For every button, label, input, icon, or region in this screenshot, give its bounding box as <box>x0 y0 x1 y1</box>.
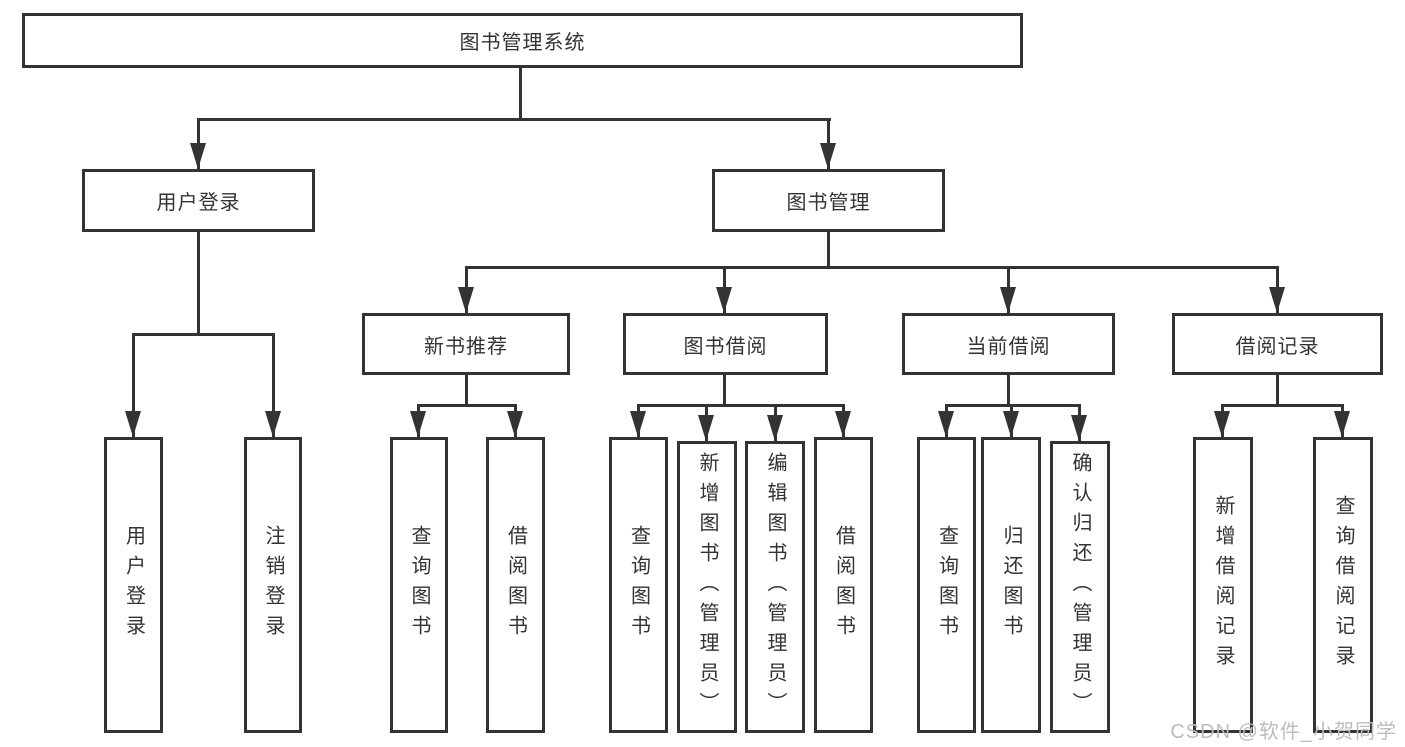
connector-header-stub <box>465 375 468 407</box>
arrow-down-icon <box>1214 411 1230 437</box>
node-user-login: 用户登录 <box>82 169 315 232</box>
node-label: 图书管理 <box>786 192 871 214</box>
leaf-query-book: 查询图书 <box>917 437 976 733</box>
node-book-borrow: 图书借阅 <box>623 313 828 375</box>
connector-drop-leaf <box>132 333 135 437</box>
connector-level1-hline <box>197 118 831 121</box>
connector-login-hline <box>132 333 275 336</box>
leaf-query-borrow-record: 查询借阅记录 <box>1313 437 1373 733</box>
leaf-label: 确认归还（管理员） <box>1069 452 1091 722</box>
connector-root-stub <box>519 68 522 120</box>
connector-header-stub <box>1007 375 1010 407</box>
arrow-down-icon <box>1003 411 1019 437</box>
csdn-watermark: CSDN @软件_小贺同学 <box>1170 721 1397 743</box>
leaf-add-book-admin: 新增图书（管理员） <box>677 441 737 733</box>
leaf-label: 查询图书 <box>935 525 958 645</box>
leaf-label: 新增图书（管理员） <box>696 452 718 722</box>
node-label: 用户登录 <box>156 192 241 214</box>
arrow-down-icon <box>767 415 783 441</box>
leaf-borrow-book: 借阅图书 <box>814 437 873 733</box>
leaf-query-book: 查询图书 <box>609 437 668 733</box>
node-borrow-record: 借阅记录 <box>1172 313 1383 375</box>
leaf-label: 借阅图书 <box>504 525 527 645</box>
leaf-label: 注销登录 <box>262 525 284 645</box>
node-root: 图书管理系统 <box>22 13 1023 68</box>
leaf-label: 用户登录 <box>122 525 145 645</box>
node-label: 图书借阅 <box>683 335 768 358</box>
leaf-label: 查询图书 <box>627 525 650 645</box>
node-new-book-recommend: 新书推荐 <box>362 313 570 375</box>
connector-level3-hline <box>465 266 1279 269</box>
leaf-label: 借阅图书 <box>832 525 855 645</box>
node-label: 当前借阅 <box>966 335 1051 358</box>
leaf-label: 查询图书 <box>408 525 430 645</box>
arrow-down-icon <box>938 411 954 437</box>
leaf-query-book: 查询图书 <box>390 437 448 733</box>
arrow-down-icon <box>125 411 141 437</box>
connector-mgmt-stub <box>827 232 830 268</box>
node-label: 借阅记录 <box>1235 335 1320 358</box>
leaf-label: 归还图书 <box>1000 525 1022 645</box>
connector-header-stub <box>723 375 726 407</box>
arrow-down-icon <box>698 415 714 441</box>
arrow-down-icon <box>716 287 732 313</box>
arrow-down-icon <box>1334 411 1350 437</box>
node-book-management: 图书管理 <box>712 169 945 232</box>
node-label: 新书推荐 <box>424 335 508 358</box>
connector-group-hline <box>637 404 845 407</box>
arrow-down-icon <box>1071 415 1087 441</box>
node-root-label: 图书管理系统 <box>459 32 586 54</box>
arrow-down-icon <box>835 411 851 437</box>
leaf-label: 新增借阅记录 <box>1212 495 1234 675</box>
arrow-down-icon <box>630 411 646 437</box>
connector-drop-leaf <box>272 333 275 437</box>
leaf-label: 编辑图书（管理员） <box>764 452 786 722</box>
leaf-confirm-return-admin: 确认归还（管理员） <box>1050 441 1110 733</box>
leaf-user-login: 用户登录 <box>104 437 163 733</box>
connector-login-stub <box>197 232 200 335</box>
arrow-down-icon <box>1269 287 1285 313</box>
leaf-logout: 注销登录 <box>244 437 302 733</box>
arrow-down-icon <box>1000 287 1016 313</box>
leaf-return-book: 归还图书 <box>981 437 1041 733</box>
leaf-edit-book-admin: 编辑图书（管理员） <box>745 441 805 733</box>
arrow-down-icon <box>410 411 426 437</box>
node-current-borrow: 当前借阅 <box>902 313 1115 375</box>
arrow-down-icon <box>265 411 281 437</box>
arrow-down-icon <box>507 411 523 437</box>
arrow-down-icon <box>458 287 474 313</box>
leaf-label: 查询借阅记录 <box>1332 495 1354 675</box>
connector-header-stub <box>1276 375 1279 407</box>
leaf-borrow-book: 借阅图书 <box>486 437 545 733</box>
connector-group-hline <box>1221 404 1344 407</box>
arrow-down-icon <box>190 143 206 169</box>
leaf-add-borrow-record: 新增借阅记录 <box>1193 437 1253 733</box>
connector-group-hline <box>417 404 517 407</box>
arrow-down-icon <box>820 143 836 169</box>
